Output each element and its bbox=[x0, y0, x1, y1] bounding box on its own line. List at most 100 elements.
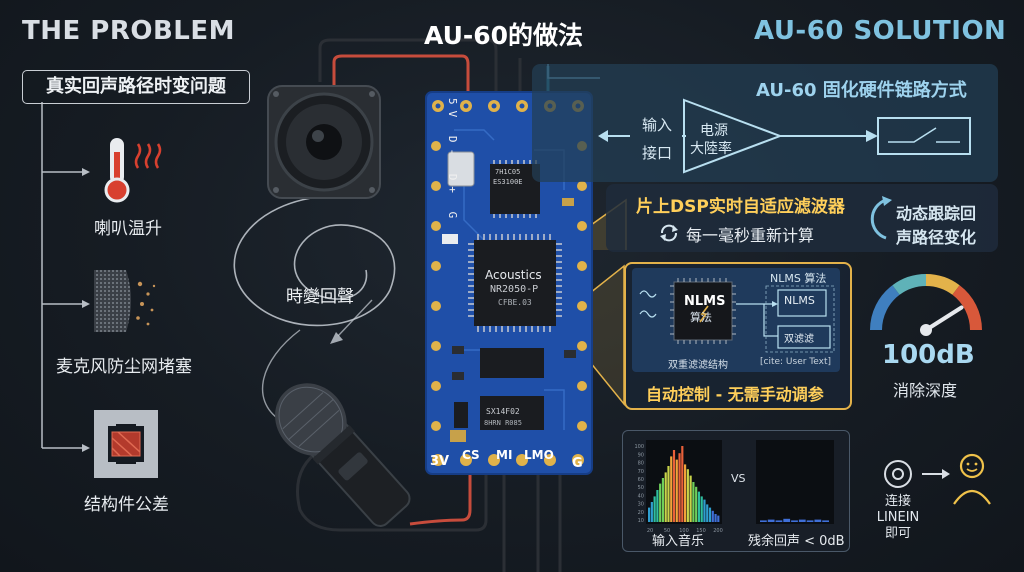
input-spectrum-bar bbox=[708, 507, 712, 522]
input-spectrum-bar bbox=[700, 496, 703, 522]
input-spectrum-bar bbox=[661, 478, 665, 522]
input-spectrum-bar bbox=[650, 502, 653, 522]
cancellation-depth-value: 100dB bbox=[882, 340, 975, 370]
input-label-line2: 接口 bbox=[642, 144, 673, 162]
gauge-needle bbox=[924, 305, 964, 332]
amp-label-line2: 大陸率 bbox=[690, 141, 732, 157]
echo-label: 時變回聲 bbox=[286, 287, 354, 307]
problem-header: THE PROBLEM bbox=[22, 16, 236, 46]
y-tick-label: 10 bbox=[638, 518, 644, 524]
y-tick-label: 60 bbox=[638, 477, 644, 483]
connect-label-line3: 即可 bbox=[884, 526, 911, 541]
input-spectrum-bar bbox=[672, 450, 676, 522]
residual-spectrum-bar bbox=[806, 520, 814, 522]
tracking-label-line2: 声路径变化 bbox=[896, 228, 977, 247]
speaker-icon bbox=[267, 85, 381, 199]
residual-spectrum-bar bbox=[783, 518, 791, 522]
method-header: AU-60的做法 bbox=[424, 21, 584, 50]
tracking-label-line1: 动态跟踪回 bbox=[896, 204, 977, 223]
residual-spectrum-bar bbox=[791, 520, 798, 522]
nlms-inner-panel bbox=[632, 268, 840, 372]
connect-label-line1: 连接 bbox=[884, 494, 911, 509]
problem-item-speaker-heat: 喇叭温升 bbox=[94, 219, 162, 239]
input-spectrum-bar bbox=[706, 504, 709, 522]
input-spectrum-bar bbox=[656, 490, 659, 522]
signal-chain-diagram bbox=[598, 98, 971, 174]
y-tick-label: 50 bbox=[638, 485, 644, 491]
hardware-chain-panel bbox=[532, 64, 998, 182]
input-spectrum-bar bbox=[675, 459, 678, 522]
dsp-title: 片上DSP实时自适应滤波器 bbox=[636, 197, 845, 217]
nlms-chip-line1: NLMS bbox=[684, 294, 726, 309]
input-music-label: 输入音乐 bbox=[652, 534, 705, 549]
x-tick-label: 100 bbox=[679, 528, 689, 534]
pin-mi: MI bbox=[496, 448, 513, 462]
problem-item-mic-mesh: 麦克风防尘网堵塞 bbox=[56, 357, 192, 377]
structural-tolerance-icon bbox=[94, 410, 158, 478]
dust-mesh-icon bbox=[94, 270, 156, 332]
input-spectrum-bar bbox=[717, 515, 720, 522]
nlms-chip-line2: 算法 bbox=[690, 311, 712, 324]
auto-control-label: 自动控制 - 无需手动调参 bbox=[646, 385, 824, 404]
pin-lmo: LMO bbox=[524, 448, 554, 462]
gauge-icon bbox=[870, 274, 982, 336]
board-top-pins: 5V D- D+ G bbox=[446, 98, 459, 225]
pin-g: G bbox=[572, 456, 583, 471]
y-tick-label: 90 bbox=[638, 452, 644, 458]
input-spectrum-bar bbox=[695, 486, 698, 522]
filter-block-label: 双滤滤 bbox=[784, 334, 814, 345]
x-tick-label: 50 bbox=[664, 528, 670, 534]
vs-label: VS bbox=[731, 472, 746, 485]
bottom-chip-line1: SX14F02 bbox=[486, 407, 520, 416]
nlms-block-diagram bbox=[639, 278, 835, 353]
residual-spectrum-bar bbox=[822, 520, 829, 522]
solution-header: AU-60 SOLUTION bbox=[754, 16, 1007, 46]
bottom-chip-line2: 8HRN R085 bbox=[484, 419, 522, 427]
input-spectrum-bar bbox=[689, 475, 692, 522]
pin-cs: CS bbox=[462, 448, 480, 462]
main-chip-model: NR2050-P bbox=[490, 284, 539, 295]
connect-diagram bbox=[884, 453, 991, 505]
input-spectrum-bar bbox=[703, 499, 706, 522]
input-spectrum-bar bbox=[714, 514, 717, 522]
main-chip-brand: Acoustics bbox=[485, 268, 542, 282]
pin-3v: 3V bbox=[430, 454, 450, 469]
main-chip-code: CFBE.03 bbox=[498, 298, 532, 307]
x-tick-label: 200 bbox=[713, 528, 723, 534]
hardware-chain-title: AU-60 固化硬件链路方式 bbox=[756, 80, 967, 101]
refresh-icon bbox=[660, 224, 678, 242]
small-chip-line2: ES3100E bbox=[493, 178, 523, 186]
input-spectrum-bar bbox=[697, 491, 701, 522]
cite-label: [cite: User Text] bbox=[760, 357, 832, 367]
residual-spectrum-bar bbox=[798, 519, 806, 522]
input-spectrum-bar bbox=[711, 510, 714, 522]
y-tick-label: 40 bbox=[638, 493, 644, 499]
input-spectrum-bar bbox=[678, 453, 681, 522]
input-spectrum-bar bbox=[664, 472, 667, 522]
small-chip-line1: 7H1C05 bbox=[495, 168, 521, 176]
x-tick-label: 20 bbox=[647, 528, 653, 534]
problem-item-tolerance: 结构件公差 bbox=[84, 495, 169, 515]
residual-spectrum-bar bbox=[814, 519, 822, 522]
y-tick-label: 30 bbox=[638, 502, 644, 508]
dsp-subtitle: 每一毫秒重新计算 bbox=[686, 226, 815, 245]
au60-board bbox=[425, 91, 593, 475]
thermometer-icon bbox=[104, 138, 162, 203]
residual-spectrum-bar bbox=[760, 520, 767, 522]
residual-spectrum-bar bbox=[767, 519, 775, 522]
input-spectrum-bar bbox=[686, 469, 689, 522]
input-spectrum-bar bbox=[670, 456, 673, 522]
input-spectrum-bar bbox=[653, 496, 656, 522]
connect-label-line2: LINEIN bbox=[876, 510, 920, 525]
input-spectrum-bar bbox=[667, 466, 670, 522]
input-label-line1: 输入 bbox=[642, 116, 673, 134]
y-tick-label: 80 bbox=[638, 461, 644, 467]
input-spectrum-bar bbox=[692, 482, 695, 522]
nlms-block-label: NLMS bbox=[784, 294, 815, 307]
input-spectrum-bar bbox=[684, 464, 687, 522]
y-tick-label: 100 bbox=[634, 444, 644, 450]
nlms-algo-label: NLMS 算法 bbox=[770, 272, 827, 285]
input-spectrum-bar bbox=[659, 483, 662, 522]
